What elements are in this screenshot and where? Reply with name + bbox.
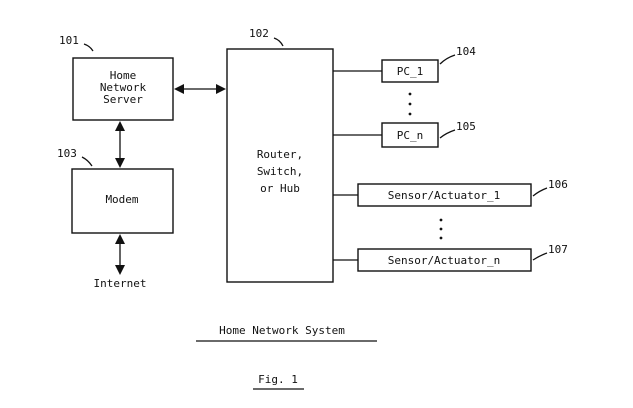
- arrow-right-icon: [216, 84, 226, 94]
- ref-leader-105: [439, 129, 456, 139]
- pc-n-box: [381, 122, 439, 148]
- arrow-up-icon: [115, 121, 125, 131]
- ref-leader-101: [83, 43, 94, 52]
- pc-1-block: PC_1: [381, 59, 439, 83]
- home-network-server-line-1: Home: [110, 69, 137, 82]
- caption-group: Home Network System: [196, 324, 377, 342]
- ref-leader-107: [532, 252, 548, 261]
- sensor-actuator-1-block: Sensor/Actuator_1: [357, 183, 532, 207]
- home-network-server-line-3: Server: [103, 93, 143, 106]
- ellipsis-dot: [408, 102, 412, 106]
- router-box: [226, 48, 334, 283]
- ref-leader-106: [532, 187, 548, 197]
- ref-104-group: 104: [439, 45, 476, 65]
- ref-106-group: 106: [532, 178, 568, 197]
- ellipsis-dot: [439, 227, 443, 231]
- ref-105-group: 105: [439, 120, 476, 139]
- modem-block: Modem: [71, 168, 174, 234]
- server-router-link: [174, 84, 226, 94]
- pc-ellipsis: [408, 92, 412, 116]
- internet-label: Internet: [94, 277, 147, 290]
- ref-leader-102: [273, 37, 284, 47]
- router-line-3: or Hub: [260, 182, 300, 195]
- diagram-caption: Home Network System: [219, 324, 345, 337]
- ref-102-group: 102: [249, 27, 284, 47]
- ref-107-group: 107: [532, 243, 568, 261]
- pc-n-block: PC_n: [381, 122, 439, 148]
- sensor-actuator-1-label: Sensor/Actuator_1: [388, 189, 501, 202]
- ref-label-107: 107: [548, 243, 568, 256]
- router-block: Router, Switch, or Hub: [226, 48, 334, 283]
- home-network-server-line-2: Network: [100, 81, 147, 94]
- ellipsis-dot: [408, 92, 412, 96]
- ref-leader-103: [81, 156, 93, 167]
- pc-n-label: PC_n: [397, 129, 424, 142]
- arrow-down-icon: [115, 158, 125, 168]
- ref-label-104: 104: [456, 45, 476, 58]
- ellipsis-dot: [408, 112, 412, 116]
- ellipsis-dot: [439, 236, 443, 240]
- ref-103-group: 103: [57, 147, 93, 167]
- ref-label-106: 106: [548, 178, 568, 191]
- ellipsis-dot: [439, 218, 443, 222]
- modem-box: [71, 168, 174, 234]
- ref-label-105: 105: [456, 120, 476, 133]
- arrow-left-icon: [174, 84, 184, 94]
- modem-label: Modem: [105, 193, 138, 206]
- ref-label-102: 102: [249, 27, 269, 40]
- arrow-up-icon: [115, 234, 125, 244]
- home-network-server-box: [72, 57, 174, 121]
- modem-internet-link: [115, 234, 125, 275]
- home-network-server-block: Home Network Server: [72, 57, 174, 121]
- ref-label-103: 103: [57, 147, 77, 160]
- server-modem-link: [115, 121, 125, 168]
- sensor-actuator-n-block: Sensor/Actuator_n: [357, 248, 532, 272]
- figure-label-group: Fig. 1: [253, 373, 304, 390]
- ref-label-101: 101: [59, 34, 79, 47]
- sensor-ellipsis: [439, 218, 443, 240]
- figure-label: Fig. 1: [258, 373, 298, 386]
- pc-1-label: PC_1: [397, 65, 424, 78]
- arrow-down-icon: [115, 265, 125, 275]
- ref-leader-104: [439, 54, 456, 65]
- router-line-2: Switch,: [257, 165, 303, 178]
- ref-101-group: 101: [59, 34, 94, 52]
- router-line-1: Router,: [257, 148, 303, 161]
- sensor-actuator-n-label: Sensor/Actuator_n: [388, 254, 501, 267]
